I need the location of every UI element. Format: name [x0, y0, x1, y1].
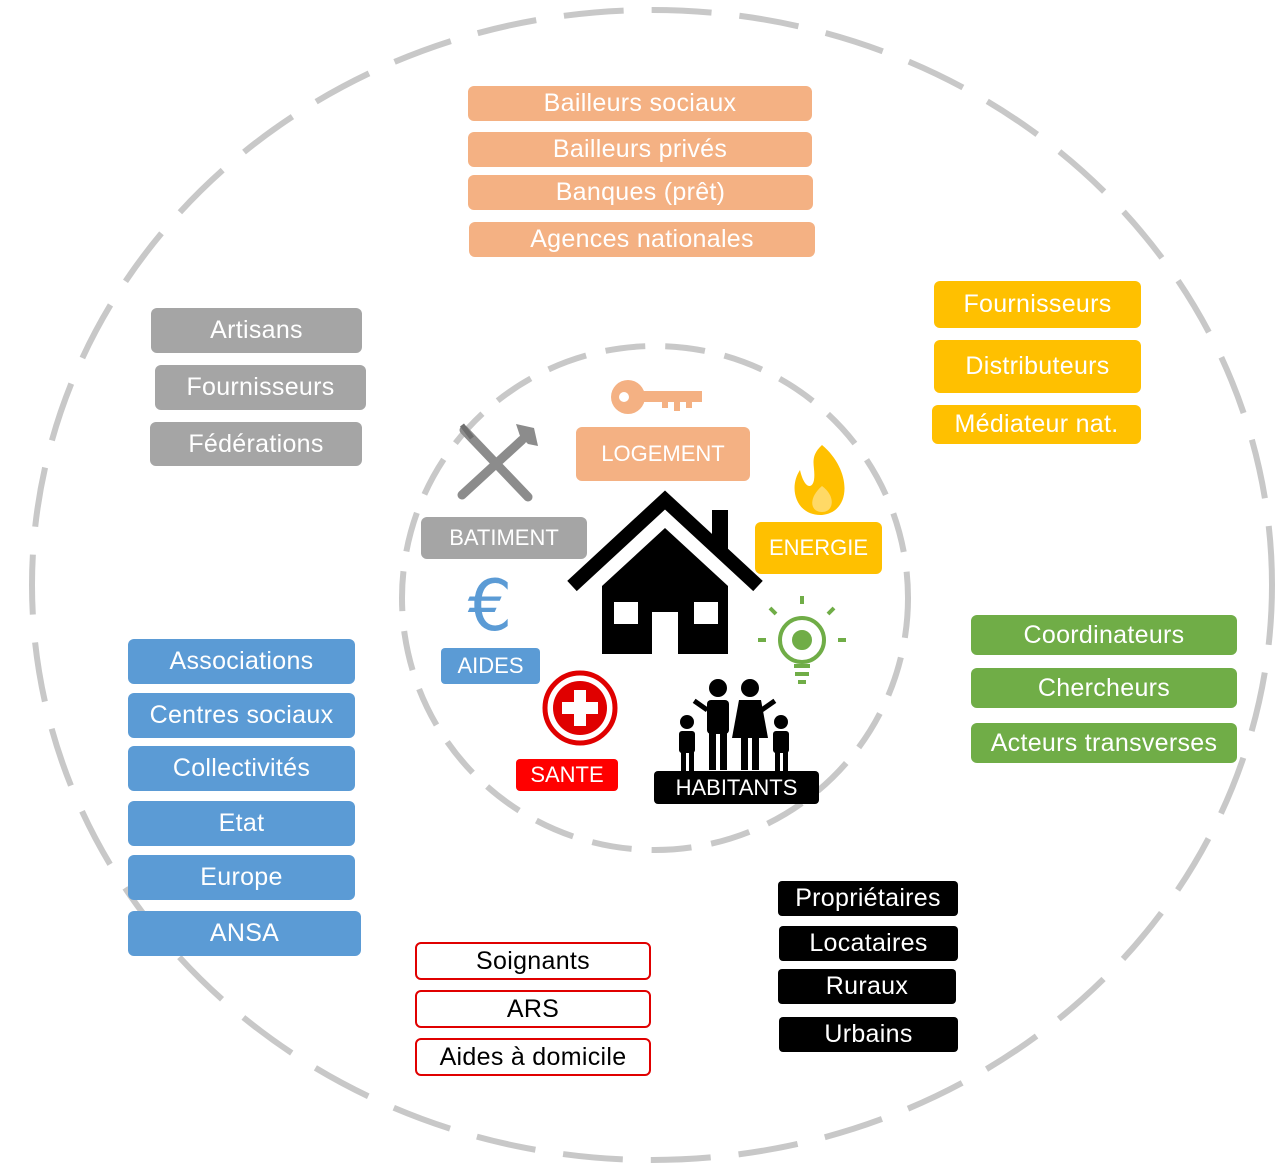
category-sante: SANTE	[516, 759, 618, 791]
actor-distributeurs: Distributeurs	[934, 340, 1141, 393]
house-icon	[567, 490, 763, 654]
category-energie: ENERGIE	[755, 522, 882, 574]
actor-associations: Associations	[128, 639, 355, 684]
actor-chercheurs: Chercheurs	[971, 668, 1237, 708]
actor-artisans: Artisans	[151, 308, 362, 353]
actor-fournisseurs-batiment: Fournisseurs	[155, 365, 366, 410]
actor-mediateur-national: Médiateur nat.	[932, 405, 1141, 444]
actor-federations: Fédérations	[150, 422, 362, 466]
actor-acteurs-transverses: Acteurs transverses	[971, 723, 1237, 763]
actor-urbains: Urbains	[779, 1017, 958, 1052]
category-habitants: HABITANTS	[654, 771, 819, 804]
actor-etat: Etat	[128, 801, 355, 846]
actor-centres-sociaux: Centres sociaux	[128, 693, 355, 738]
actor-banques: Banques (prêt)	[468, 175, 813, 210]
inner-dashed-circle	[399, 343, 911, 853]
svg-text:€: €	[468, 565, 513, 647]
actor-fournisseurs-energie: Fournisseurs	[934, 281, 1141, 328]
actor-agences-nationales: Agences nationales	[469, 222, 815, 257]
actor-bailleurs-prives: Bailleurs privés	[468, 132, 812, 167]
euro-icon: €	[468, 565, 513, 647]
actor-ruraux: Ruraux	[778, 969, 956, 1004]
lightbulb-icon	[758, 596, 846, 684]
actor-bailleurs-sociaux: Bailleurs sociaux	[468, 86, 812, 121]
tools-icon	[457, 423, 538, 502]
category-logement: LOGEMENT	[576, 427, 750, 481]
medical-cross-icon	[542, 670, 618, 746]
outer-dashed-circle	[29, 7, 1275, 1163]
family-icon	[679, 679, 789, 771]
category-batiment: BATIMENT	[421, 517, 587, 559]
actor-ars: ARS	[415, 990, 651, 1028]
actor-aides-a-domicile: Aides à domicile	[415, 1038, 651, 1076]
actor-locataires: Locataires	[779, 926, 958, 961]
actor-proprietaires: Propriétaires	[778, 881, 958, 916]
key-icon	[611, 380, 702, 414]
flame-icon	[794, 445, 845, 516]
actor-coordinateurs: Coordinateurs	[971, 615, 1237, 655]
category-aides: AIDES	[441, 648, 540, 684]
actor-collectivites: Collectivités	[128, 746, 355, 791]
actor-ansa: ANSA	[128, 911, 361, 956]
actor-europe: Europe	[128, 855, 355, 900]
actor-soignants: Soignants	[415, 942, 651, 980]
